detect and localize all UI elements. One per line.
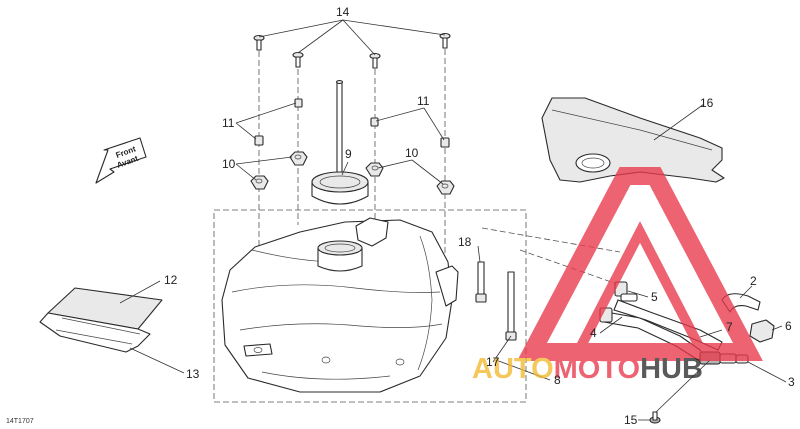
callout-17: 17	[486, 355, 500, 369]
callout-15: 15	[624, 413, 638, 427]
watermark-moto-text: MOTO	[554, 353, 640, 385]
callout-16: 16	[700, 96, 714, 110]
cover-16	[541, 97, 725, 183]
long-bolt-18	[475, 261, 487, 303]
callout-3: 3	[788, 375, 795, 389]
callout-labels: 14 11 11 10 10 9 16 12 13 18 17 8 5 4 7 …	[164, 5, 795, 427]
callout-4: 4	[590, 326, 597, 340]
bolt-14-a	[253, 34, 265, 51]
assembly-outline-box	[213, 209, 527, 403]
watermark-word-auto: AUTOMOTOHUB	[472, 353, 703, 385]
heat-shield-12	[39, 287, 163, 353]
callout-10-right: 10	[405, 146, 419, 160]
leader-lines	[119, 19, 787, 421]
callout-2: 2	[750, 274, 757, 288]
callout-11-left: 11	[222, 116, 235, 130]
fuel-tank-1	[221, 217, 459, 393]
callout-18: 18	[458, 235, 472, 249]
bolt-14-b	[292, 51, 304, 68]
callout-12: 12	[164, 273, 178, 287]
callout-14: 14	[336, 5, 350, 19]
callout-11-right: 11	[417, 94, 430, 108]
grommet-10-b	[289, 151, 308, 166]
fuel-cap-9	[311, 79, 369, 205]
bolt-14-c	[369, 52, 381, 69]
long-bolt-17	[505, 271, 517, 341]
callout-6: 6	[785, 319, 792, 333]
bolt-14-d	[439, 32, 451, 49]
grommet-10-group	[250, 151, 455, 195]
callout-9: 9	[345, 147, 352, 161]
callout-13: 13	[186, 367, 200, 381]
watermark-hub-text: HUB	[640, 353, 703, 385]
bolt-14-group	[253, 32, 451, 69]
grommet-10-c	[365, 162, 384, 177]
callout-5: 5	[651, 290, 658, 304]
brand-watermark: AUTOMOTOHUB	[472, 167, 763, 385]
grommet-10-d	[436, 180, 455, 195]
callout-7: 7	[726, 320, 733, 334]
diagram-reference-code: 14T1707	[6, 418, 34, 425]
front-direction-arrow: Front Avant	[95, 137, 147, 184]
watermark-triangle-inner	[569, 221, 711, 357]
spacer-11-group	[254, 98, 450, 148]
screw-15	[649, 411, 661, 424]
callout-8: 8	[554, 373, 561, 387]
watermark-auto-text: AUTO	[472, 353, 554, 385]
callout-10-left: 10	[222, 157, 236, 171]
